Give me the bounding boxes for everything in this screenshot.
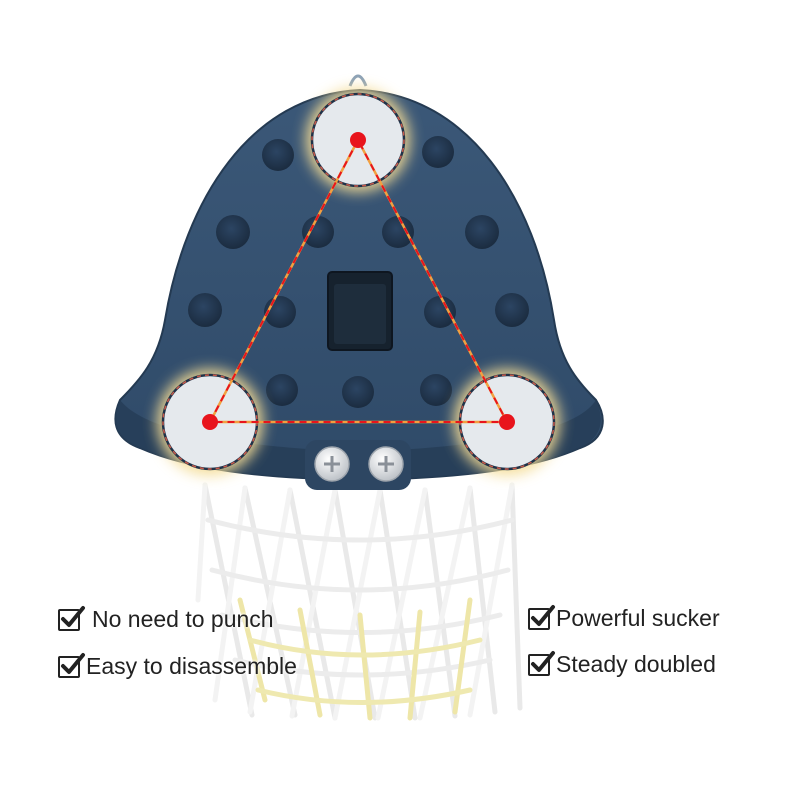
check-mark-icon	[58, 652, 85, 678]
hang-loop-icon	[348, 74, 368, 87]
feature-label: Steady doubled	[556, 651, 716, 677]
feature-label: Easy to disassemble	[86, 653, 297, 679]
check-mark-icon	[528, 650, 555, 676]
feature-label: No need to punch	[92, 606, 274, 632]
check-mark-icon	[528, 604, 555, 630]
screw-icon	[368, 446, 404, 482]
feature-steady-doubled: Steady doubled	[528, 650, 716, 678]
check-mark-icon	[58, 605, 85, 631]
basketball-net	[195, 482, 523, 721]
suction-holes	[188, 136, 529, 408]
feature-powerful-sucker: Powerful sucker	[528, 604, 720, 632]
screw-icon	[314, 446, 350, 482]
feature-easy-disassemble: Easy to disassemble	[58, 652, 297, 680]
marker-dots	[202, 132, 515, 430]
feature-no-punch: No need to punch	[58, 605, 274, 633]
feature-label: Powerful sucker	[556, 605, 720, 631]
